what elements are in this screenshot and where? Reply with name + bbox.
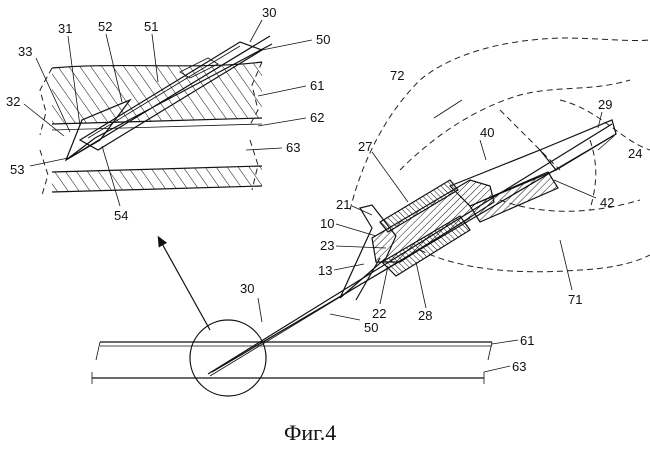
label-50-bottom: 50 xyxy=(364,320,378,335)
needle-bevel-detail xyxy=(64,98,132,162)
label-13: 13 xyxy=(318,263,332,278)
label-28: 28 xyxy=(418,308,432,323)
label-61-bottom: 61 xyxy=(520,333,534,348)
label-31: 31 xyxy=(58,21,72,36)
label-72: 72 xyxy=(390,68,404,83)
label-62: 62 xyxy=(310,110,324,125)
hub-cap-upper xyxy=(379,179,459,233)
magnification-arrow xyxy=(157,235,211,331)
main-view xyxy=(91,37,650,397)
label-51: 51 xyxy=(144,19,158,34)
label-52: 52 xyxy=(98,19,112,34)
label-10: 10 xyxy=(320,216,334,231)
label-63-top: 63 xyxy=(286,140,300,155)
label-33: 33 xyxy=(18,44,32,59)
label-27: 27 xyxy=(358,139,372,154)
label-29: 29 xyxy=(598,97,612,112)
detail-inset xyxy=(23,19,313,207)
label-23: 23 xyxy=(320,238,334,253)
lower-tissue-layer xyxy=(52,166,262,192)
label-63-bottom: 63 xyxy=(512,359,526,374)
label-22: 22 xyxy=(372,306,386,321)
figure-caption: Фиг.4 xyxy=(284,420,336,445)
label-61-top: 61 xyxy=(310,78,324,93)
label-54: 54 xyxy=(114,208,128,223)
magnification-circle xyxy=(189,319,267,397)
hand-outline xyxy=(349,37,650,211)
label-71: 71 xyxy=(568,292,582,307)
label-24: 24 xyxy=(628,146,642,161)
label-21: 21 xyxy=(336,197,350,212)
label-40: 40 xyxy=(480,125,494,140)
label-30-bottom: 30 xyxy=(240,281,254,296)
grip-hatched-part xyxy=(469,171,559,223)
reference-labels: 30 50 51 52 31 33 32 53 54 61 62 63 72 2… xyxy=(6,5,642,374)
label-53: 53 xyxy=(10,162,24,177)
label-42: 42 xyxy=(600,195,614,210)
label-30-top: 30 xyxy=(262,5,276,20)
label-50-top: 50 xyxy=(316,32,330,47)
hub-lower-block xyxy=(381,215,471,277)
label-32: 32 xyxy=(6,94,20,109)
